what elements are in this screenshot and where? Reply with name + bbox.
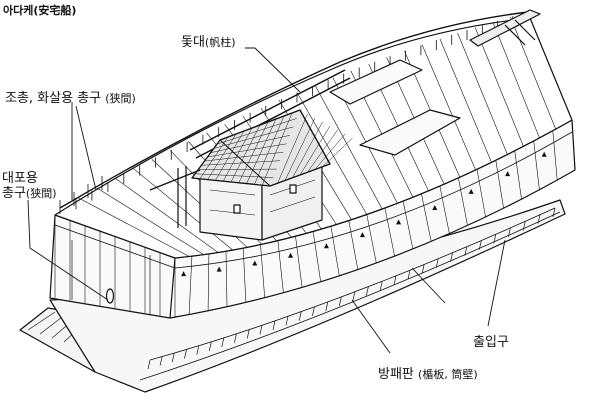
label-gunport-large-line1: 대포용	[2, 171, 38, 186]
label-exit: 출입구	[473, 335, 509, 350]
label-shield-board: 방패판 (楯板, 筒壁)	[378, 368, 478, 381]
gunport-triangle	[323, 243, 329, 249]
gunport-triangle	[468, 188, 474, 194]
label-mast-main: 돛대	[181, 35, 205, 50]
label-gunport-small: 조총, 화살용 총구 (狭間)	[5, 92, 136, 105]
gunport-triangle	[359, 232, 365, 238]
gunport-triangle	[252, 260, 258, 266]
gunport-triangle	[181, 271, 187, 277]
gunport-triangle	[288, 252, 294, 258]
label-gunport-large-hanja: (狭間)	[25, 187, 57, 200]
leader-lines	[27, 47, 506, 354]
label-mast-hanja: (帆柱)	[204, 36, 236, 49]
label-gunport-large-main: 총구	[2, 186, 26, 201]
label-gunport-small-main: 조총, 화살용 총구	[5, 91, 102, 106]
label-mast: 돛대(帆柱)	[181, 36, 236, 49]
turret-house	[149, 109, 353, 241]
gunport-triangle	[505, 171, 511, 177]
label-shield-board-main: 방패판	[378, 367, 414, 382]
label-gunport-large-line2: 총구(狭間)	[2, 187, 57, 200]
label-gunport-small-hanja: (狭間)	[105, 92, 136, 105]
gunport-triangle	[541, 151, 547, 157]
label-shield-board-hanja: (楯板, 筒壁)	[418, 368, 478, 381]
gunport-triangle	[216, 266, 222, 272]
stern-gunport	[71, 240, 151, 315]
gunport-triangle	[396, 219, 402, 225]
gunport-triangle	[432, 204, 438, 210]
diagram-title: 아다케(安宅船)	[3, 4, 77, 17]
